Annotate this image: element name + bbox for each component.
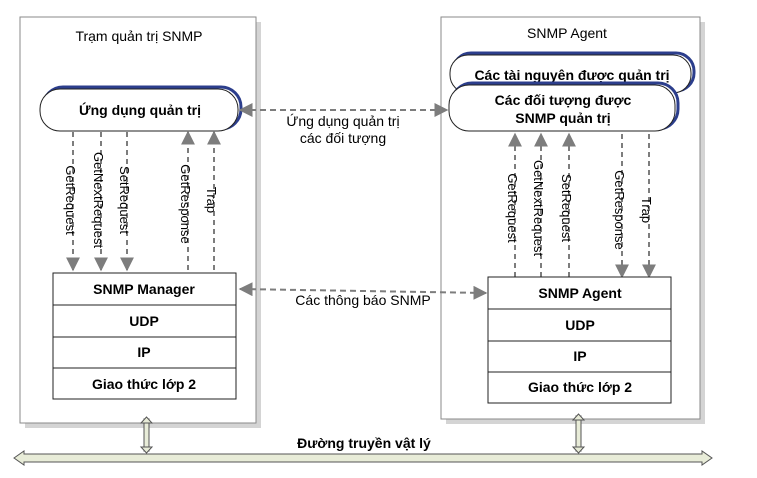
agent-protocol-stack: SNMP Agent UDP IP Giao thức lớp 2 xyxy=(487,276,672,404)
agent-stack-layer2: Giao thức lớp 2 xyxy=(528,379,632,395)
manager-stack-ip: IP xyxy=(137,344,150,360)
manager-getrequest-label: GetRequest xyxy=(63,165,78,235)
agent-getnextrequest-label: GetNextRequest xyxy=(531,160,546,256)
agent-message-arrows: GetRequest GetNextRequest SetRequest Get… xyxy=(505,132,656,279)
physical-medium-bus: Đường truyền vật lý xyxy=(13,435,713,466)
manager-stack-snmp: SNMP Manager xyxy=(93,281,195,297)
manager-getnextrequest-label: GetNextRequest xyxy=(91,152,106,248)
application-link: Ứng dụng quản trị các đối tượng xyxy=(238,103,449,146)
manager-getresponse-label: GetResponse xyxy=(178,164,193,244)
snmp-messages-label: Các thông báo SNMP xyxy=(295,292,430,308)
application-link-line2: các đối tượng xyxy=(300,130,386,146)
management-application-box: Ứng dụng quản trị xyxy=(39,85,243,132)
agent-stack-udp: UDP xyxy=(565,317,595,333)
manager-trap-label: Trap xyxy=(204,187,219,213)
agent-getrequest-label: GetRequest xyxy=(505,173,520,243)
agent-title: SNMP Agent xyxy=(527,25,607,41)
management-application-label: Ứng dụng quản trị xyxy=(79,101,201,118)
agent-stack-ip: IP xyxy=(573,348,586,364)
manager-stack-udp: UDP xyxy=(129,313,159,329)
agent-stack-snmp: SNMP Agent xyxy=(538,285,622,301)
managed-resources-label: Các tài nguyên được quản trị xyxy=(474,67,669,83)
agent-trap-label: Trap xyxy=(639,197,654,223)
snmp-managed-objects-box: Các đối tượng được SNMP quản trị xyxy=(448,81,680,132)
manager-station-title: Trạm quản trị SNMP xyxy=(75,28,202,44)
application-link-line1: Ứng dụng quản trị xyxy=(286,113,399,129)
physical-connectors xyxy=(139,413,586,454)
manager-protocol-stack: SNMP Manager UDP IP Giao thức lớp 2 xyxy=(52,272,237,400)
manager-stack-layer2: Giao thức lớp 2 xyxy=(92,376,196,392)
agent-getresponse-label: GetResponse xyxy=(612,170,627,250)
physical-medium-label: Đường truyền vật lý xyxy=(297,435,431,451)
managed-objects-line1: Các đối tượng được xyxy=(495,92,632,108)
manager-setrequest-label: SetRequest xyxy=(117,166,132,234)
managed-objects-line2: SNMP quản trị xyxy=(515,110,610,126)
snmp-messages-link: Các thông báo SNMP xyxy=(238,282,488,308)
agent-setrequest-label: SetRequest xyxy=(559,174,574,242)
manager-message-arrows: GetRequest GetNextRequest SetRequest Get… xyxy=(63,130,221,272)
